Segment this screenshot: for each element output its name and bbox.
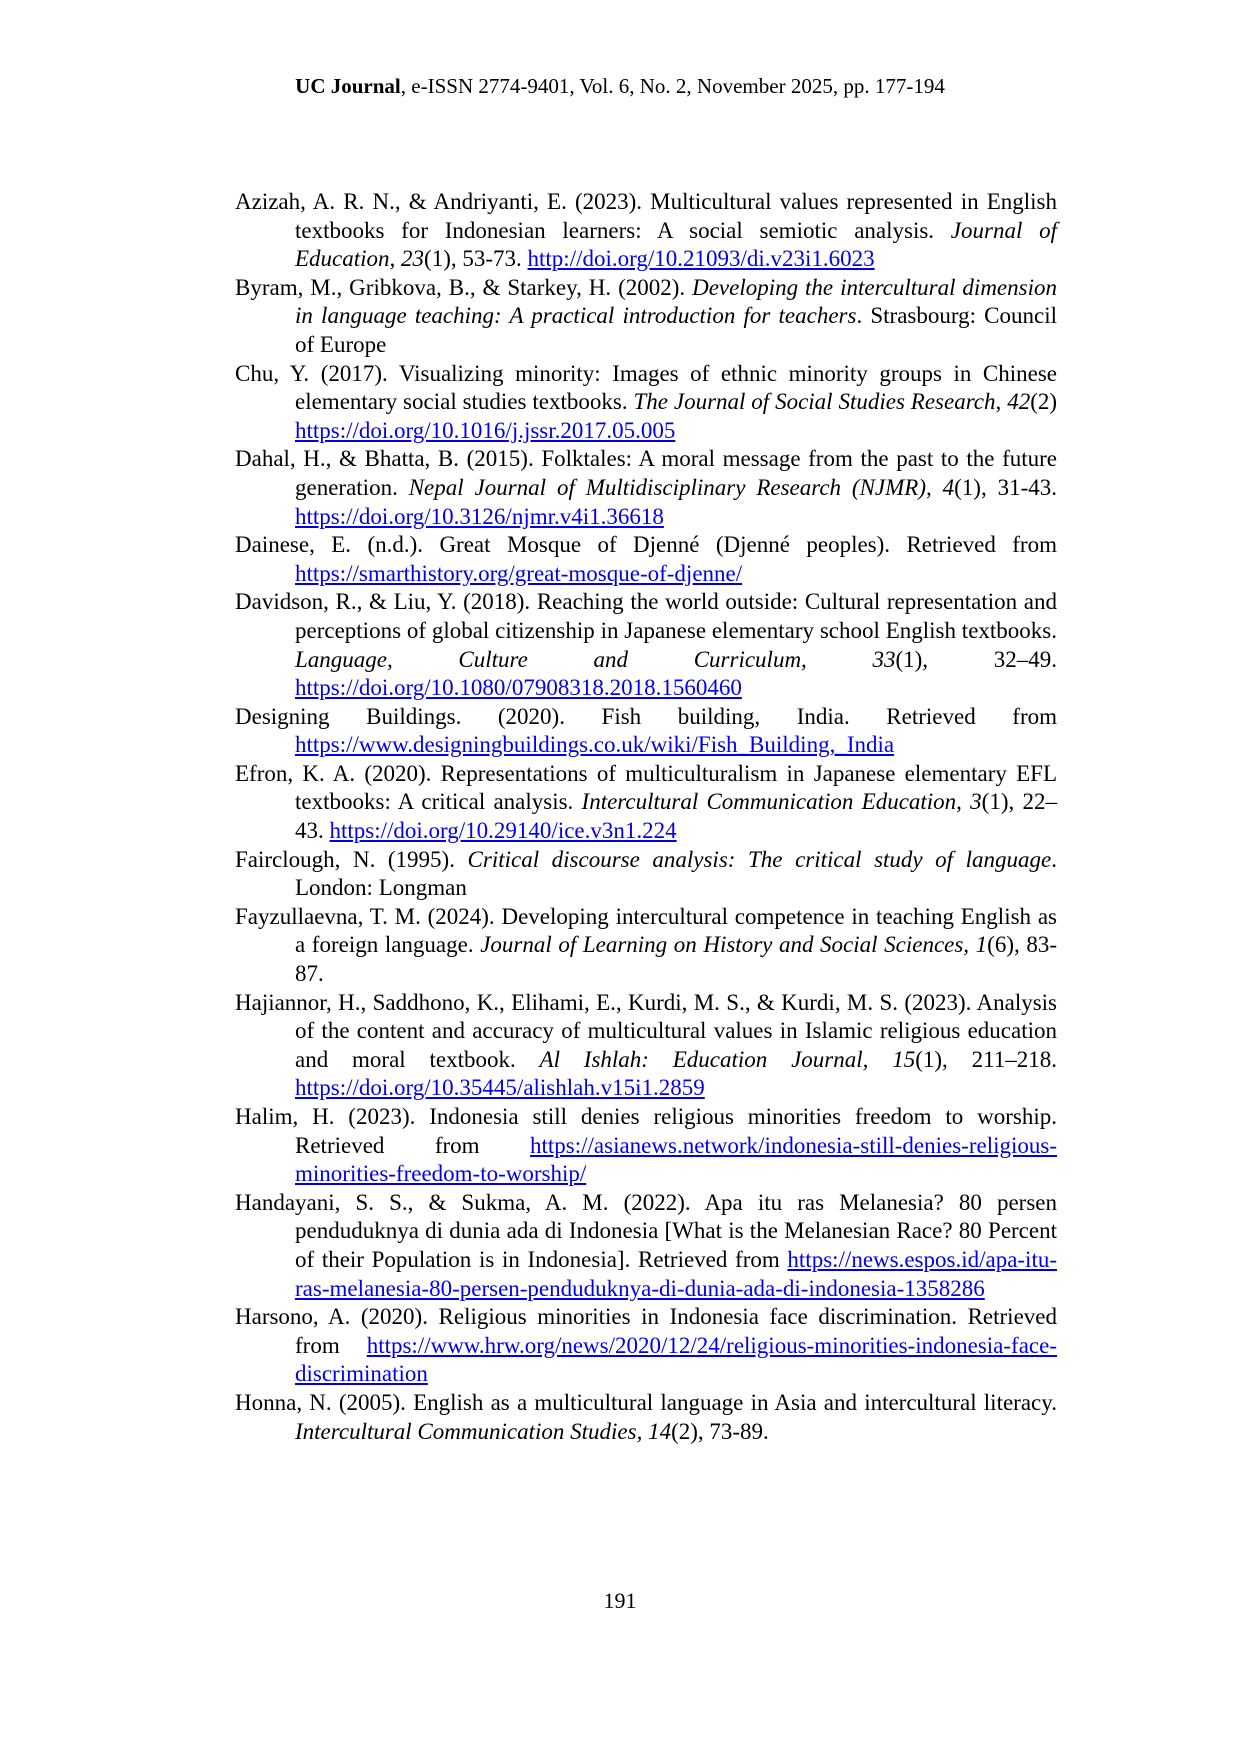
- reference-source-title: Intercultural Communication Education, 3: [581, 789, 982, 815]
- reference-entry: Dainese, E. (n.d.). Great Mosque of Djen…: [235, 531, 1057, 588]
- reference-entry: Byram, M., Gribkova, B., & Starkey, H. (…: [235, 274, 1057, 360]
- reference-source-title: Nepal Journal of Multidisciplinary Resea…: [408, 474, 955, 500]
- reference-text: Designing Buildings. (2020). Fish buildi…: [235, 703, 1057, 729]
- reference-entry: Azizah, A. R. N., & Andriyanti, E. (2023…: [235, 188, 1057, 274]
- reference-text: Dainese, E. (n.d.). Great Mosque of Djen…: [235, 532, 1057, 558]
- reference-text: . London: Longman: [295, 846, 1057, 901]
- reference-source-title: Language, Culture and Curriculum, 33: [295, 646, 896, 672]
- reference-text: Dahal, H., & Bhatta, B. (2015). Folktale…: [235, 446, 1057, 500]
- reference-entry: Handayani, S. S., & Sukma, A. M. (2022).…: [235, 1189, 1057, 1303]
- reference-source-title: Journal of Education, 23: [295, 217, 1057, 272]
- reference-entry: Dahal, H., & Bhatta, B. (2015). Folktale…: [235, 445, 1057, 531]
- reference-entry: Halim, H. (2023). Indonesia still denies…: [235, 1103, 1057, 1189]
- reference-link[interactable]: https://www.hrw.org/news/2020/12/24/reli…: [295, 1332, 1057, 1387]
- reference-text: Harsono, A. (2020). Religious minorities…: [235, 1304, 1057, 1358]
- reference-text: Byram, M., Gribkova, B., & Starkey, H. (…: [235, 274, 693, 300]
- reference-link[interactable]: https://news.espos.id/apa-itu-ras-melane…: [295, 1246, 1057, 1301]
- reference-list: Azizah, A. R. N., & Andriyanti, E. (2023…: [235, 188, 1057, 1446]
- reference-entry: Honna, N. (2005). English as a multicult…: [235, 1389, 1057, 1446]
- reference-text: Efron, K. A. (2020). Representations of …: [235, 760, 1057, 815]
- reference-entry: Efron, K. A. (2020). Representations of …: [235, 760, 1057, 846]
- reference-source-title: Journal of Learning on History and Socia…: [480, 932, 988, 958]
- reference-link[interactable]: https://doi.org/10.1080/07908318.2018.15…: [295, 675, 742, 701]
- reference-source-title: 42: [1007, 389, 1031, 415]
- reference-entry: Fayzullaevna, T. M. (2024). Developing i…: [235, 903, 1057, 989]
- reference-source-title: Developing the intercultural dimension i…: [295, 274, 1057, 329]
- reference-text: (1), 22–43.: [295, 789, 1057, 844]
- reference-link[interactable]: https://doi.org/10.1016/j.jssr.2017.05.0…: [295, 417, 676, 443]
- running-header: UC Journal, e-ISSN 2774-9401, Vol. 6, No…: [0, 74, 1240, 99]
- reference-text: Chu, Y. (2017). Visualizing minority: Im…: [235, 360, 1057, 415]
- reference-text: Davidson, R., & Liu, Y. (2018). Reaching…: [235, 589, 1057, 643]
- reference-source-title: Al Ishlah: Education Journal, 15: [539, 1046, 916, 1072]
- reference-text: Halim, H. (2023). Indonesia still denies…: [235, 1104, 1057, 1158]
- reference-text: (1), 32–49.: [895, 646, 1057, 672]
- reference-text: Fairclough, N. (1995).: [235, 846, 468, 872]
- reference-link[interactable]: http://doi.org/10.21093/di.v23i1.6023: [527, 246, 875, 272]
- reference-text: (2), 73-89.: [671, 1418, 769, 1444]
- reference-text: (1), 211–218.: [915, 1046, 1057, 1072]
- reference-link[interactable]: https://asianews.network/indonesia-still…: [295, 1132, 1057, 1187]
- reference-text: Honna, N. (2005). English as a multicult…: [235, 1389, 1057, 1415]
- reference-text: (1), 31-43.: [954, 474, 1057, 500]
- reference-link[interactable]: https://www.designingbuildings.co.uk/wik…: [295, 732, 895, 758]
- reference-source-title: The Journal of Social Studies Research: [633, 389, 996, 415]
- reference-entry: Davidson, R., & Liu, Y. (2018). Reaching…: [235, 588, 1057, 702]
- journal-details: , e-ISSN 2774-9401, Vol. 6, No. 2, Novem…: [400, 74, 945, 98]
- reference-link[interactable]: https://doi.org/10.29140/ice.v3n1.224: [329, 818, 677, 844]
- reference-text: Fayzullaevna, T. M. (2024). Developing i…: [235, 903, 1057, 958]
- reference-text: (1), 53-73.: [424, 246, 528, 272]
- reference-text: (2): [1030, 389, 1058, 415]
- reference-text: Azizah, A. R. N., & Andriyanti, E. (2023…: [235, 189, 1057, 243]
- reference-text: (6), 83-87.: [295, 932, 1057, 987]
- reference-text: ,: [995, 389, 1008, 415]
- page-number: 191: [603, 1588, 637, 1613]
- reference-entry: Harsono, A. (2020). Religious minorities…: [235, 1303, 1057, 1389]
- journal-name: UC Journal: [295, 74, 401, 98]
- reference-text: Hajiannor, H., Saddhono, K., Elihami, E.…: [235, 989, 1057, 1072]
- reference-text: Handayani, S. S., & Sukma, A. M. (2022).…: [235, 1189, 1057, 1272]
- reference-entry: Designing Buildings. (2020). Fish buildi…: [235, 703, 1057, 760]
- reference-link[interactable]: https://doi.org/10.3126/njmr.v4i1.36618: [295, 503, 664, 529]
- reference-source-title: Critical discourse analysis: The critica…: [467, 846, 1052, 872]
- reference-link[interactable]: https://doi.org/10.35445/alishlah.v15i1.…: [295, 1075, 705, 1101]
- reference-entry: Chu, Y. (2017). Visualizing minority: Im…: [235, 360, 1057, 446]
- reference-entry: Fairclough, N. (1995). Critical discours…: [235, 846, 1057, 903]
- reference-link[interactable]: https://smarthistory.org/great-mosque-of…: [295, 560, 743, 586]
- reference-text: . Strasbourg: Council of Europe: [295, 303, 1057, 357]
- reference-entry: Hajiannor, H., Saddhono, K., Elihami, E.…: [235, 989, 1057, 1103]
- reference-source-title: Intercultural Communication Studies, 14: [295, 1418, 672, 1444]
